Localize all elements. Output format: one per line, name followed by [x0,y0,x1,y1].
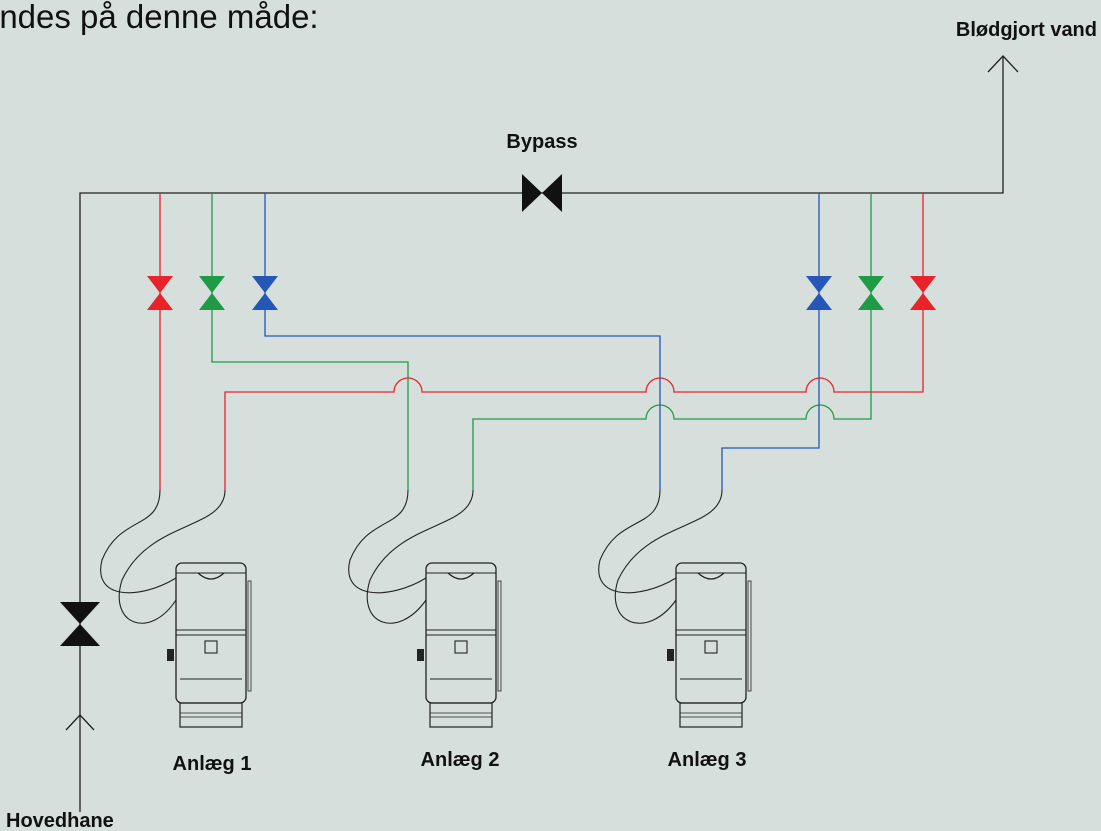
valve-blue-left [252,276,278,310]
unit-1-label: Anlæg 1 [173,753,252,775]
valve-green-right [858,276,884,310]
green-pipes [211,193,872,490]
valve-red-right [910,276,936,310]
valve-green-left [199,276,225,310]
unit-3-label: Anlæg 3 [668,749,747,771]
valve-red-left [147,276,173,310]
bypass-label: Bypass [506,131,577,153]
bypass-valve [522,174,562,212]
softener-unit-1 [166,562,252,728]
softener-unit-3 [666,562,752,728]
red-pipes [159,193,924,490]
hoses [100,489,723,624]
main-valve [60,602,100,646]
unit-2-label: Anlæg 2 [421,749,500,771]
softener-unit-2 [416,562,502,728]
main-valve-label: Hovedhane [6,810,114,831]
main-supply-line [65,55,1019,812]
blue-pipes [264,193,820,490]
page-heading: indes på denne måde: [0,0,319,35]
valve-blue-right [806,276,832,310]
output-label: Blødgjort vand [956,19,1097,41]
